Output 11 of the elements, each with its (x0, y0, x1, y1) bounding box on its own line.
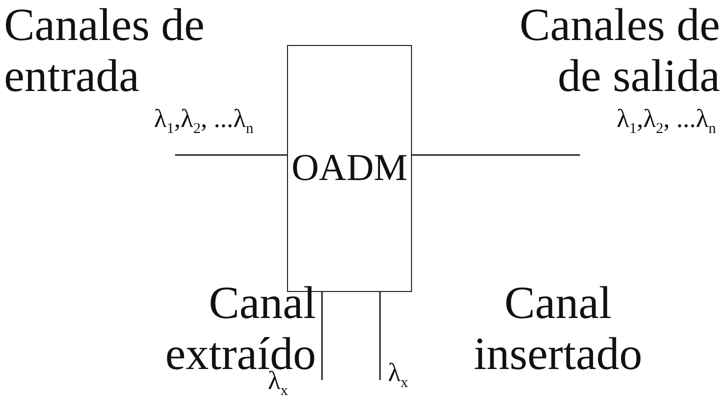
channel-label: Canal insertado (472, 278, 644, 380)
device-label: OADM (291, 148, 408, 190)
channel-label: Canales de entrada (4, 0, 206, 102)
connector-line (175, 154, 287, 156)
channel-label: Canales de de salida (518, 0, 720, 102)
wavelength-label: λ$_{1}$,λ$_{2}$, ...λ$_{n}$ (616, 103, 716, 138)
connector-line (321, 292, 323, 380)
connector-line (412, 154, 580, 156)
connector-line (379, 292, 381, 380)
wavelength-label: λ$_{x}$ (388, 357, 408, 392)
wavelength-label: λ$_{1}$,λ$_{2}$, ...λ$_{n}$ (154, 103, 254, 138)
